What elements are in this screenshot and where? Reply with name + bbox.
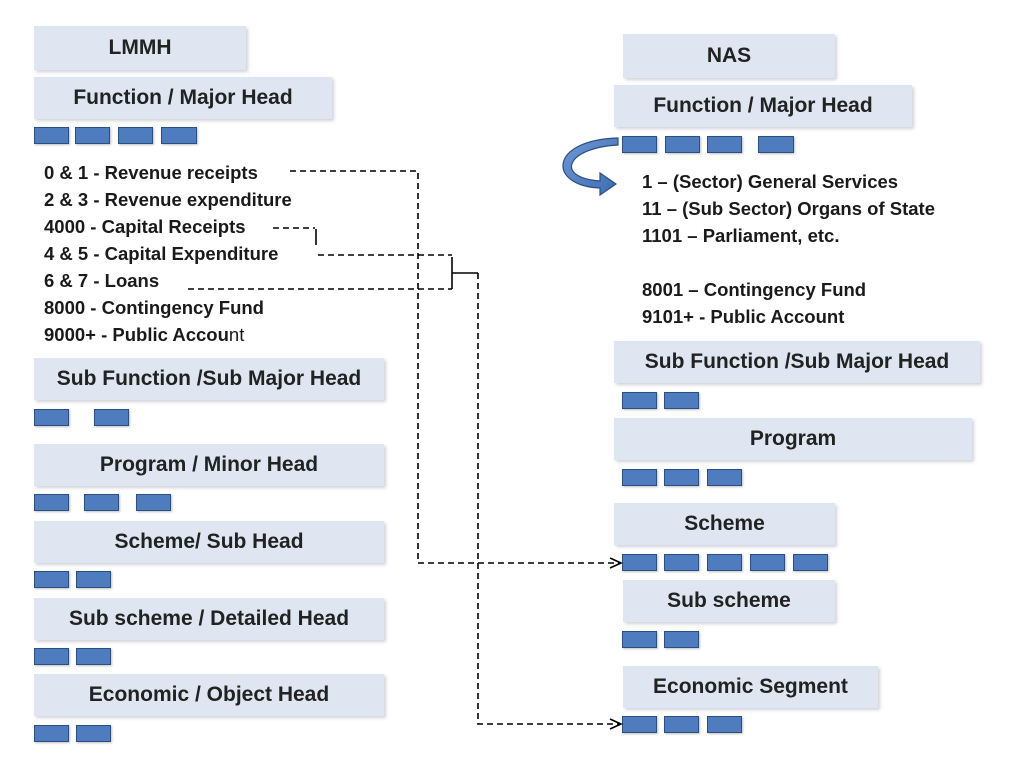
digit-block <box>622 716 657 733</box>
nas-code-line: 1101 – Parliament, etc. <box>642 225 840 246</box>
lmmh-code-text: 9000+ - Public Accou <box>44 324 229 345</box>
digit-block <box>34 409 69 426</box>
digit-block <box>34 127 69 144</box>
digit-block <box>84 494 119 511</box>
lmmh-code-line: 4 & 5 - Capital Expenditure <box>44 243 279 264</box>
digit-block <box>34 725 69 742</box>
digit-block <box>665 136 700 153</box>
lmmh-scheme-sub-head: Scheme/ Sub Head <box>34 521 384 563</box>
nas-code-line: 9101+ - Public Account <box>642 306 845 327</box>
lmmh-code-line: 4000 - Capital Receipts <box>44 216 246 237</box>
digit-block <box>118 127 153 144</box>
digit-block <box>34 648 69 665</box>
lmmh-economic-object-head: Economic / Object Head <box>34 674 384 716</box>
lmmh-code-line: 0 & 1 - Revenue receipts <box>44 162 258 183</box>
nas-scheme-head: Scheme <box>614 503 835 545</box>
lmmh-code-line: 8000 - Contingency Fund <box>44 297 264 318</box>
digit-block <box>707 554 742 571</box>
digit-block <box>622 554 657 571</box>
digit-block <box>664 392 699 409</box>
digit-block <box>664 469 699 486</box>
digit-block <box>75 127 110 144</box>
nas-code-line: 11 – (Sub Sector) Organs of State <box>642 198 935 219</box>
nas-economic-segment-head: Economic Segment <box>623 666 878 708</box>
digit-block <box>664 716 699 733</box>
lmmh-code-suffix: nt <box>228 324 245 345</box>
lmmh-sub-function-head: Sub Function /Sub Major Head <box>34 358 384 400</box>
arrowhead-icon <box>609 557 623 569</box>
digit-block <box>34 571 69 588</box>
digit-block <box>76 648 111 665</box>
nas-code-spacer <box>642 249 935 276</box>
lmmh-code-line: 6 & 7 - Loans <box>44 270 160 291</box>
lmmh-sub-scheme-detailed-head: Sub scheme / Detailed Head <box>34 598 384 640</box>
nas-major-head-codes: 1 – (Sector) General Services 11 – (Sub … <box>642 168 935 330</box>
nas-sub-scheme-head: Sub scheme <box>623 580 835 622</box>
nas-code-line: 1 – (Sector) General Services <box>642 171 899 192</box>
digit-block <box>622 631 657 648</box>
nas-program-head: Program <box>614 418 972 460</box>
arrowhead-icon <box>609 718 623 730</box>
digit-block <box>707 136 742 153</box>
digit-block <box>622 392 657 409</box>
digit-block <box>622 469 657 486</box>
lmmh-code-line: 2 & 3 - Revenue expenditure <box>44 189 292 210</box>
nas-title: NAS <box>623 34 835 78</box>
digit-block <box>76 725 111 742</box>
digit-block <box>136 494 171 511</box>
dashed-connector-economic <box>477 273 620 725</box>
nas-code-line: 8001 – Contingency Fund <box>642 279 867 300</box>
nas-sub-function-head: Sub Function /Sub Major Head <box>614 341 980 383</box>
digit-block <box>94 409 129 426</box>
digit-block <box>664 554 699 571</box>
nas-function-major-head: Function / Major Head <box>614 85 912 127</box>
lmmh-major-head-codes: 0 & 1 - Revenue receipts 2 & 3 - Revenue… <box>44 159 292 348</box>
digit-block <box>664 631 699 648</box>
digit-block <box>793 554 828 571</box>
digit-block <box>750 554 785 571</box>
lmmh-program-minor-head: Program / Minor Head <box>34 444 384 486</box>
digit-block <box>622 136 657 153</box>
lmmh-code-line: 9000+ - Public Account <box>44 321 292 348</box>
digit-block <box>34 494 69 511</box>
digit-block <box>707 469 742 486</box>
digit-block <box>76 571 111 588</box>
digit-block <box>758 136 794 153</box>
digit-block <box>707 716 742 733</box>
curved-arrow-icon <box>562 137 619 197</box>
digit-block <box>161 127 197 144</box>
lmmh-title: LMMH <box>34 26 246 70</box>
lmmh-function-major-head: Function / Major Head <box>34 77 332 119</box>
